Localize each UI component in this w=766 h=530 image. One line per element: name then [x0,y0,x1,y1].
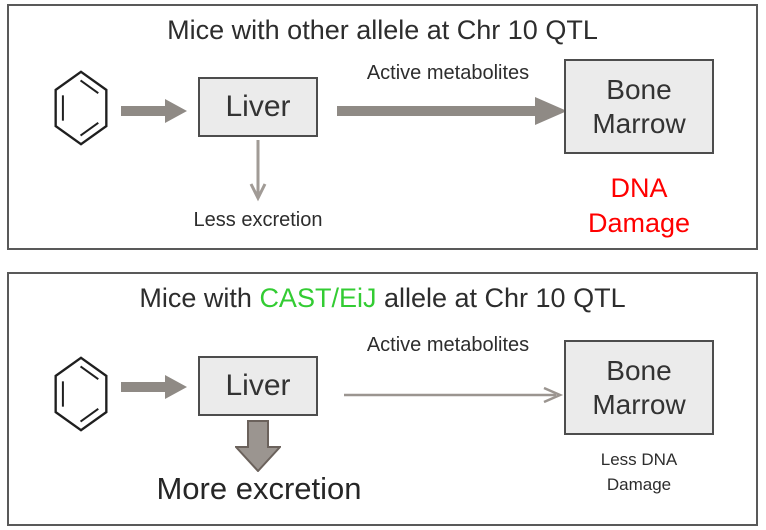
title-allele-highlight: CAST/EiJ [259,283,377,313]
benzene-ring-icon [50,356,112,432]
title-prefix: Mice with [139,283,260,313]
arrow-right-block-icon [121,374,187,400]
arrow-right-block-icon [121,98,187,124]
bone-marrow-label: Bone Marrow [592,74,686,139]
metabolites-label: Active metabolites [366,62,530,84]
excretion-label: More excretion [156,471,362,506]
title-prefix: Mice with [167,15,288,45]
liver-box: Liver [198,356,318,416]
title-suffix: allele at Chr 10 QTL [348,15,598,45]
arrow-right-thin-icon [344,386,568,404]
bone-marrow-label: Bone Marrow [592,355,686,420]
panel-cast-allele: Mice with CAST/EiJ allele at Chr 10 QTL … [7,272,758,526]
liver-box: Liver [198,77,318,137]
arrow-down-thick-icon [235,420,281,472]
dna-damage-label: DNA Damage [587,173,691,239]
arrow-down-thin-icon [249,140,267,202]
liver-label: Liver [225,369,291,402]
panel-title: Mice with CAST/EiJ allele at Chr 10 QTL [9,283,756,314]
arrow-right-thick-icon [337,96,567,126]
title-allele-highlight: other [287,15,349,45]
less-dna-damage-label: Less DNA Damage [600,450,678,494]
liver-label: Liver [225,90,291,123]
metabolites-label: Active metabolites [366,334,530,356]
panel-title: Mice with other allele at Chr 10 QTL [9,15,756,46]
title-suffix: allele at Chr 10 QTL [376,283,626,313]
benzene-ring-icon [50,70,112,146]
excretion-label: Less excretion [193,209,323,231]
panel-other-allele: Mice with other allele at Chr 10 QTL Liv… [7,4,758,250]
bone-marrow-box: Bone Marrow [564,59,714,154]
bone-marrow-box: Bone Marrow [564,340,714,435]
